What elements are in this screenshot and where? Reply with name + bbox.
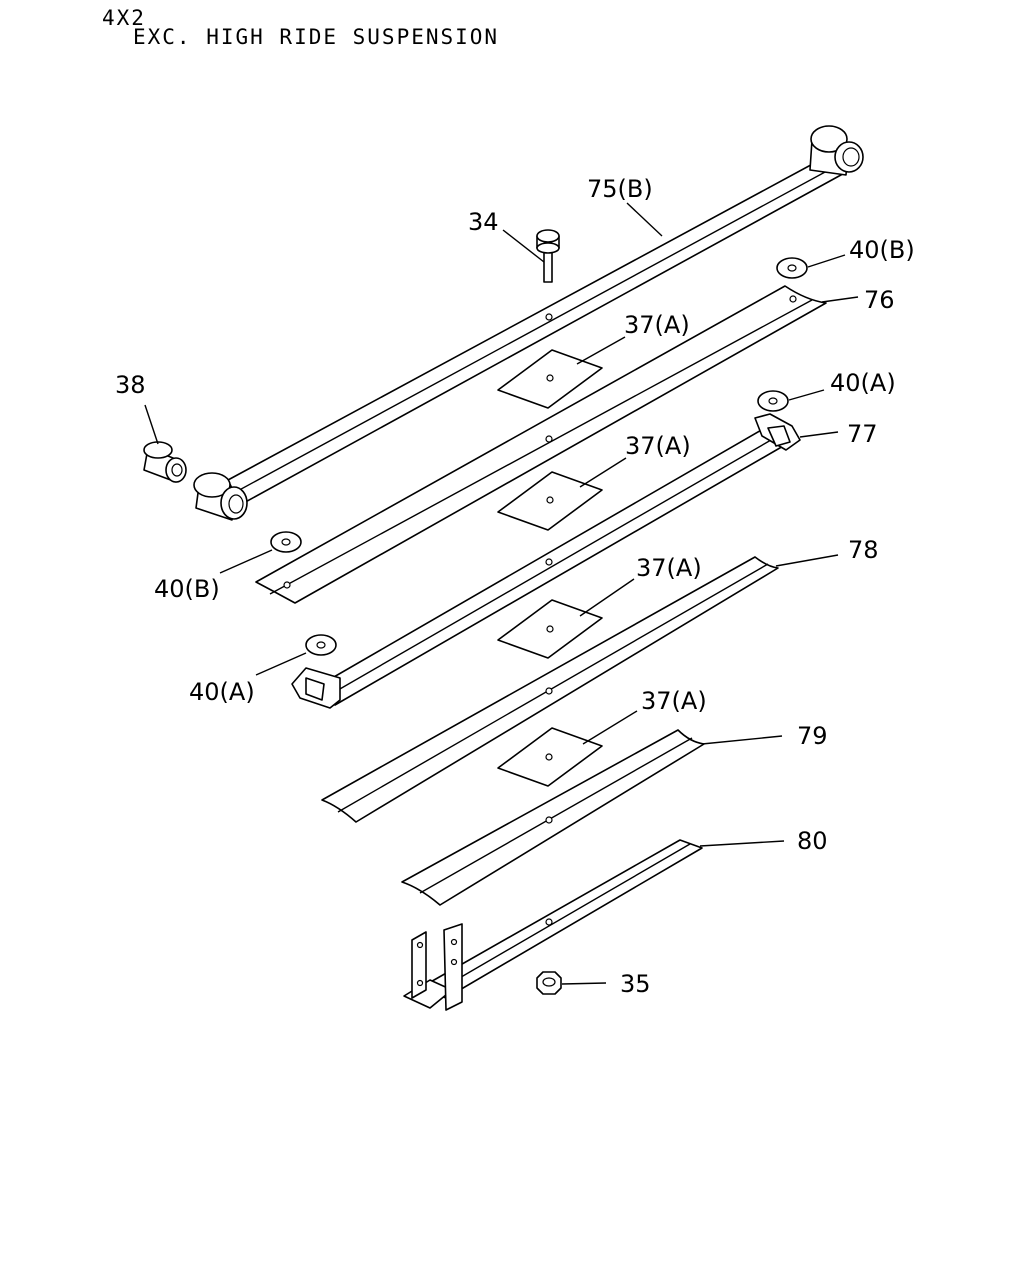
callout-34: 34	[468, 208, 499, 236]
part-77-leaf[interactable]	[291, 413, 801, 709]
part-34-center-bolt[interactable]	[536, 229, 560, 283]
part-78-leaf[interactable]	[321, 556, 779, 823]
part-37a-pad-4[interactable]	[497, 727, 603, 787]
header-line-4x2: 4X2	[102, 6, 146, 30]
callout-77: 77	[847, 420, 878, 448]
leaf-80-front-bracket	[403, 923, 463, 1011]
callout-40b-left: 40(B)	[154, 575, 220, 603]
callout-37a-1: 37(A)	[624, 311, 690, 339]
leaf-77-rear-clip	[754, 413, 801, 451]
part-76-leaf[interactable]	[255, 285, 827, 604]
part-37a-pad-3[interactable]	[497, 599, 603, 659]
main-leaf-front-eye	[193, 472, 248, 521]
callout-35: 35	[620, 970, 651, 998]
part-75b-main-leaf[interactable]	[193, 125, 864, 521]
callout-78: 78	[848, 536, 879, 564]
part-40a-washer-left[interactable]	[305, 634, 337, 656]
callout-37a-4: 37(A)	[641, 687, 707, 715]
main-leaf-rear-eye	[809, 125, 864, 176]
callout-40a-top: 40(A)	[830, 369, 896, 397]
leaf-77-front-clip	[291, 667, 341, 709]
part-40a-washer-top[interactable]	[757, 390, 789, 412]
part-38-bushing[interactable]	[143, 441, 187, 483]
part-35-nut[interactable]	[536, 971, 562, 995]
callout-37a-3: 37(A)	[636, 554, 702, 582]
callout-40b-top: 40(B)	[849, 236, 915, 264]
callout-75b: 75(B)	[587, 175, 653, 203]
callout-79: 79	[797, 722, 828, 750]
part-37a-pad-1[interactable]	[497, 349, 603, 409]
part-40b-washer-left[interactable]	[270, 531, 302, 553]
part-80-leaf[interactable]	[403, 839, 703, 1011]
callout-80: 80	[797, 827, 828, 855]
callout-38: 38	[115, 371, 146, 399]
leader-lines	[144, 202, 859, 985]
callout-76: 76	[864, 286, 895, 314]
part-40b-washer-top[interactable]	[776, 257, 808, 279]
header-line-suspension: EXC. HIGH RIDE SUSPENSION	[133, 25, 500, 49]
callout-40a-left: 40(A)	[189, 678, 255, 706]
callout-37a-2: 37(A)	[625, 432, 691, 460]
part-37a-pad-2[interactable]	[497, 471, 603, 531]
